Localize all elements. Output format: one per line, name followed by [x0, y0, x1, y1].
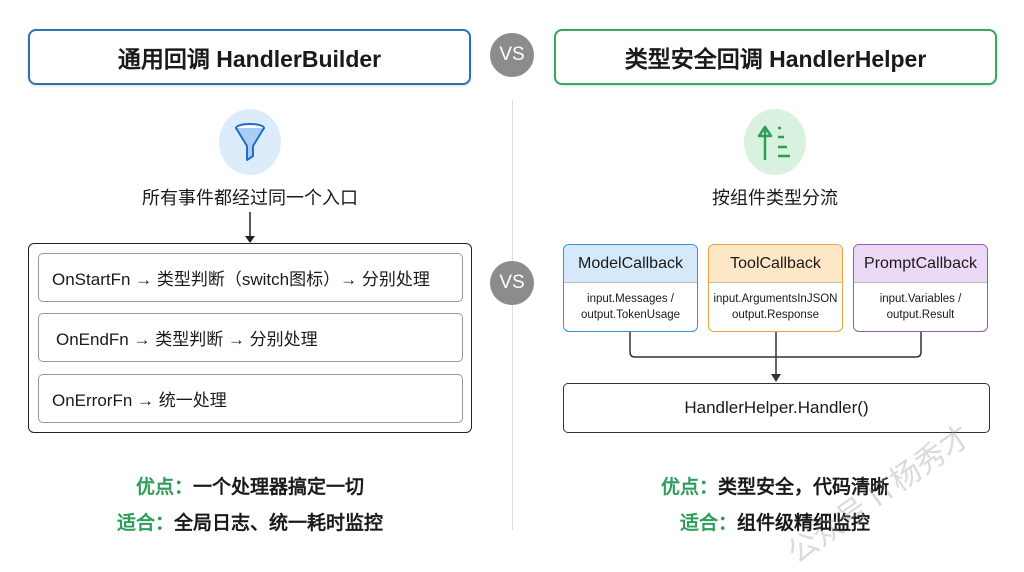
model-callback-box: ModelCallback input.Messages / output.Tok… [563, 244, 698, 332]
right-title: 类型安全回调 HandlerHelper [554, 29, 997, 85]
tool-callback-input: input.ArgumentsInJSON [713, 293, 838, 305]
vs-badge-top: VS [490, 33, 534, 77]
prompt-callback-output: output.Result [886, 309, 955, 321]
model-callback-input: input.Messages / [587, 293, 674, 305]
right-fit: 适合：组件级精细监控 [679, 513, 871, 534]
vs-badge-middle: VS [490, 261, 534, 305]
left-caption: 所有事件都经过同一个入口 [142, 188, 358, 208]
arrow-down-icon [245, 212, 255, 243]
prompt-callback-input: input.Variables / [879, 293, 962, 305]
model-callback-output: output.TokenUsage [580, 309, 681, 321]
arrow-down-icon [771, 374, 781, 382]
merge-connector [629, 332, 922, 382]
prompt-callback-box: PromptCallback input.Variables / output.R… [853, 244, 988, 332]
sort-ascending-icon [744, 109, 806, 175]
funnel-icon [219, 109, 281, 175]
prompt-callback-title: PromptCallback [854, 245, 987, 283]
tool-callback-box: ToolCallback input.ArgumentsInJSON output… [708, 244, 843, 332]
left-title: 通用回调 HandlerBuilder [28, 29, 471, 85]
right-caption: 按组件类型分流 [712, 188, 838, 208]
tool-callback-title: ToolCallback [709, 245, 842, 283]
row-onerror: OnErrorFn → 统一处理 [38, 374, 463, 423]
row-onend: OnEndFn → 类型判断 → 分别处理 [38, 313, 463, 362]
model-callback-title: ModelCallback [564, 245, 697, 283]
handler-box: HandlerHelper.Handler() [563, 383, 990, 433]
divider [512, 100, 513, 530]
row-onstart: OnStartFn → 类型判断（switch图标）→ 分别处理 [38, 253, 463, 302]
left-fit: 适合：全局日志、统一耗时监控 [116, 513, 384, 534]
handler-builder-box [28, 243, 472, 433]
left-pros: 优点：一个处理器搞定一切 [135, 477, 365, 498]
tool-callback-output: output.Response [732, 309, 819, 321]
right-pros: 优点：类型安全，代码清晰 [660, 477, 890, 498]
